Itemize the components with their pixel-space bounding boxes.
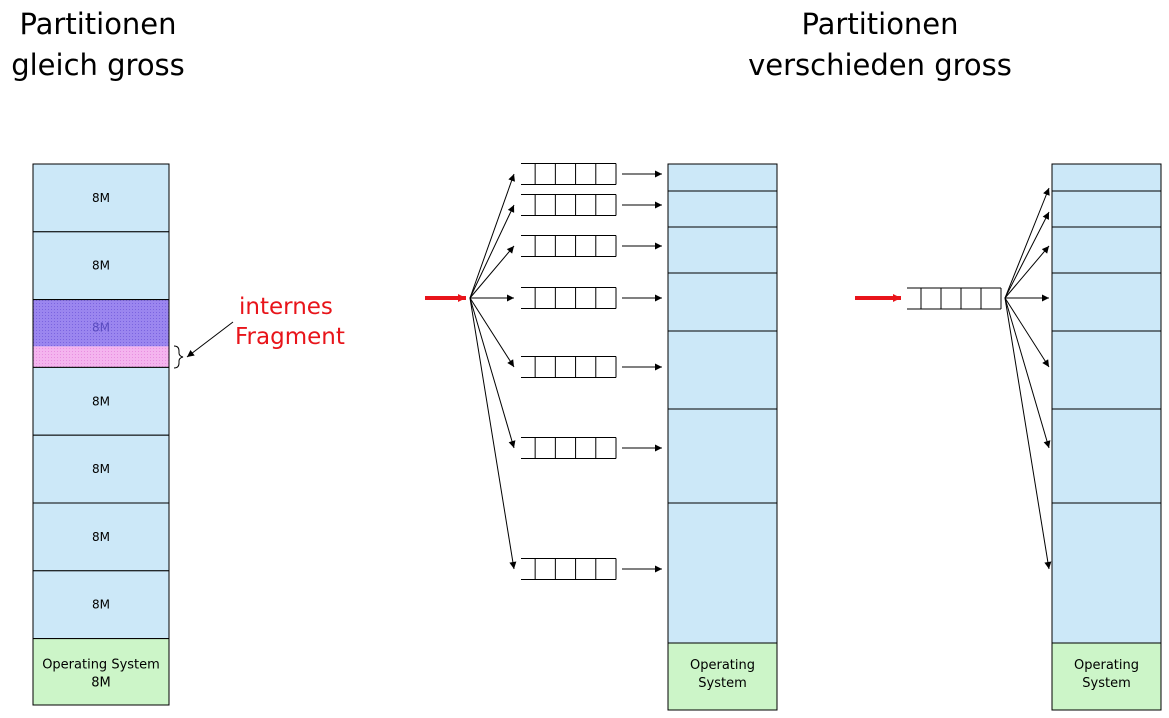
process-queue bbox=[521, 437, 617, 459]
single-process-queue bbox=[907, 287, 1002, 310]
partition-block bbox=[667, 502, 778, 644]
partition-size-label: 8M bbox=[92, 321, 110, 335]
process-queue bbox=[521, 287, 617, 309]
equal-partition-memory: 8M 8M 8M 8M 8M 8M 8M Operating System 8M bbox=[32, 163, 234, 706]
partition-size-label: 8M bbox=[92, 259, 110, 273]
dispatch-arrow bbox=[469, 297, 516, 449]
partition-block bbox=[1051, 226, 1162, 274]
partition-block bbox=[32, 434, 170, 504]
process-queue bbox=[521, 194, 617, 216]
process-queue bbox=[521, 558, 617, 580]
os-label: System bbox=[698, 676, 746, 691]
fragment-brace bbox=[173, 345, 184, 369]
partition-block bbox=[667, 272, 778, 332]
fragment-pointer-arrow bbox=[186, 321, 234, 358]
partition-block bbox=[667, 226, 778, 274]
partition-block bbox=[667, 163, 778, 192]
internal-fragment-label-line-2: Fragment bbox=[235, 324, 345, 350]
partition-block bbox=[667, 408, 778, 504]
process-queue bbox=[521, 235, 617, 257]
os-block bbox=[32, 638, 170, 706]
partition-block bbox=[667, 330, 778, 410]
dispatch-arrow bbox=[1004, 297, 1052, 570]
os-size-label: 8M bbox=[91, 676, 111, 691]
title-unequal-partitions: Partitionen verschieden gross bbox=[700, 4, 1060, 86]
partition-block bbox=[1051, 502, 1162, 644]
partition-block bbox=[1051, 330, 1162, 410]
occupied-partition-used-part bbox=[33, 299, 169, 347]
os-label: Operating bbox=[690, 658, 755, 673]
partition-block bbox=[32, 502, 170, 572]
partition-size-label: 8M bbox=[92, 394, 110, 408]
os-block bbox=[1051, 642, 1162, 711]
title-line-2: gleich gross bbox=[11, 48, 185, 82]
os-label: Operating bbox=[1074, 658, 1139, 673]
partition-block bbox=[32, 163, 170, 233]
dispatch-arrow bbox=[469, 204, 515, 299]
dispatch-arrow bbox=[1004, 211, 1050, 299]
dispatch-arrow bbox=[1004, 297, 1050, 368]
dispatch-arrow bbox=[1004, 297, 1051, 449]
internal-fragment-area bbox=[33, 346, 169, 368]
os-label: Operating System bbox=[42, 658, 160, 673]
process-queue bbox=[521, 163, 617, 185]
partition-block bbox=[1051, 408, 1162, 504]
title-line-1: Partitionen bbox=[19, 7, 177, 41]
dispatch-arrow bbox=[469, 297, 517, 570]
dispatch-arrow bbox=[469, 297, 515, 368]
partition-size-label: 8M bbox=[92, 191, 110, 205]
title-equal-partitions: Partitionen gleich gross bbox=[0, 4, 196, 86]
internal-fragment-label-line-1: internes bbox=[239, 294, 333, 320]
partition-size-label: 8M bbox=[92, 598, 110, 612]
dispatch-arrow bbox=[1004, 187, 1050, 299]
os-block bbox=[667, 642, 778, 711]
dispatch-arrow bbox=[1004, 245, 1050, 299]
os-label: System bbox=[1082, 676, 1130, 691]
partition-block bbox=[32, 570, 170, 640]
partition-size-label: 8M bbox=[92, 530, 110, 544]
partition-block bbox=[1051, 272, 1162, 332]
partition-block bbox=[1051, 163, 1162, 192]
partition-block bbox=[32, 231, 170, 301]
dispatch-arrow bbox=[469, 245, 515, 299]
title-line-1: Partitionen bbox=[801, 7, 959, 41]
partition-block bbox=[1051, 190, 1162, 228]
title-line-2: verschieden gross bbox=[748, 48, 1012, 82]
dispatch-arrow bbox=[469, 173, 515, 299]
process-queue bbox=[521, 356, 617, 378]
partition-size-label: 8M bbox=[92, 462, 110, 476]
partition-block bbox=[667, 190, 778, 228]
partition-block bbox=[32, 366, 170, 436]
